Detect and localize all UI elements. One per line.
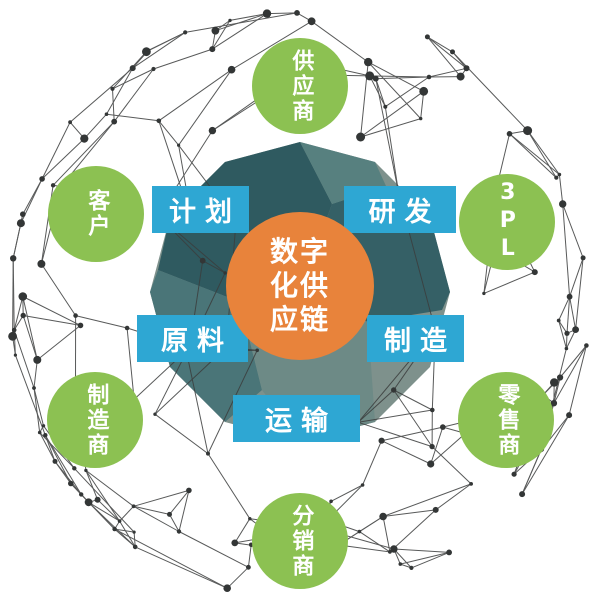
partner-node-customer: 客户 bbox=[48, 166, 144, 262]
partner-node-manufacturer: 制造商 bbox=[47, 372, 143, 468]
center-node-line: 化供 bbox=[269, 269, 330, 302]
partner-node-label: 零售商 bbox=[494, 382, 520, 458]
process-node-label: 研发 bbox=[368, 197, 441, 228]
process-node-label: 原料 bbox=[161, 326, 233, 357]
partner-node-distributor: 分销商 bbox=[252, 493, 348, 589]
partner-node-retailer: 零售商 bbox=[458, 372, 554, 468]
center-node-line: 应链 bbox=[269, 303, 330, 336]
process-node-label: 制造 bbox=[384, 326, 456, 357]
partner-node-label: 制造商 bbox=[83, 382, 109, 458]
process-node-raw-materials: 原料 bbox=[137, 315, 248, 362]
partner-node-supplier: 供应商 bbox=[252, 38, 348, 134]
partner-node-label: 供应商 bbox=[288, 48, 314, 124]
process-node-plan: 计划 bbox=[152, 186, 249, 233]
center-node-line: 数字 bbox=[269, 235, 330, 268]
partner-node-3pl: 3PL bbox=[459, 174, 555, 270]
process-node-research: 研发 bbox=[344, 186, 456, 233]
partner-node-label: 客户 bbox=[84, 189, 110, 239]
process-node-transport: 运输 bbox=[233, 395, 360, 442]
process-node-label: 运输 bbox=[265, 406, 337, 437]
partner-node-label: 分销商 bbox=[288, 503, 314, 579]
partner-node-label: 3PL bbox=[495, 180, 521, 264]
process-node-label: 计划 bbox=[169, 197, 241, 228]
center-node-digital-supply-chain: 数字 化供 应链 bbox=[226, 212, 374, 360]
process-node-manufacturing: 制造 bbox=[367, 315, 464, 362]
